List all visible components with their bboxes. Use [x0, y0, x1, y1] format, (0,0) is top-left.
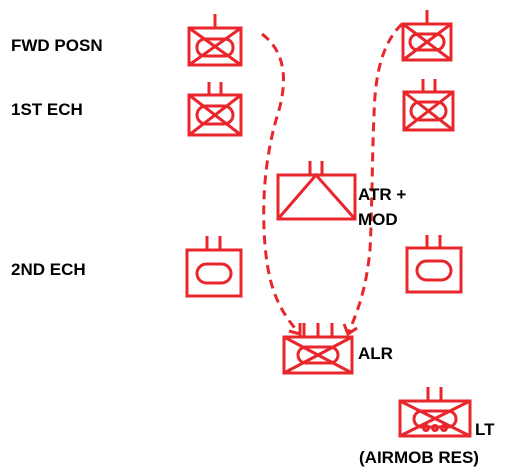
- first-ech-left-unit-symbol: [187, 82, 243, 137]
- airmob-res-label: (AIRMOB RES): [359, 448, 479, 467]
- first-ech-label: 1ST ECH: [11, 100, 83, 119]
- left-route-dashed-arrow: [261, 32, 302, 336]
- alr-label: ALR: [358, 344, 393, 363]
- fwd-posn-left-unit-symbol: [187, 14, 243, 67]
- atr-mod-label-line1: ATR +: [358, 185, 407, 204]
- second-ech-left-unit-symbol: [185, 236, 243, 298]
- lt-label: LT: [475, 420, 495, 439]
- second-ech-right-unit-symbol: [405, 235, 463, 294]
- second-ech-label: 2ND ECH: [11, 260, 86, 279]
- alr-unit-symbol: [282, 323, 354, 375]
- fwd-posn-right-unit-symbol: [401, 10, 453, 62]
- atr-mod-unit-symbol: [276, 161, 357, 221]
- route-arrowheads: [288, 323, 358, 337]
- right-route-arrowhead: [342, 323, 358, 337]
- first-ech-right-unit-symbol: [402, 79, 455, 132]
- right-route-dashed-arrow: [346, 22, 404, 335]
- atr-mod-label-line2: MOD: [358, 210, 398, 229]
- lt-airmob-res-unit-symbol: [398, 387, 472, 438]
- movement-routes: [261, 22, 404, 336]
- fwd-posn-label: FWD POSN: [11, 36, 103, 55]
- left-route-arrowhead: [288, 323, 302, 336]
